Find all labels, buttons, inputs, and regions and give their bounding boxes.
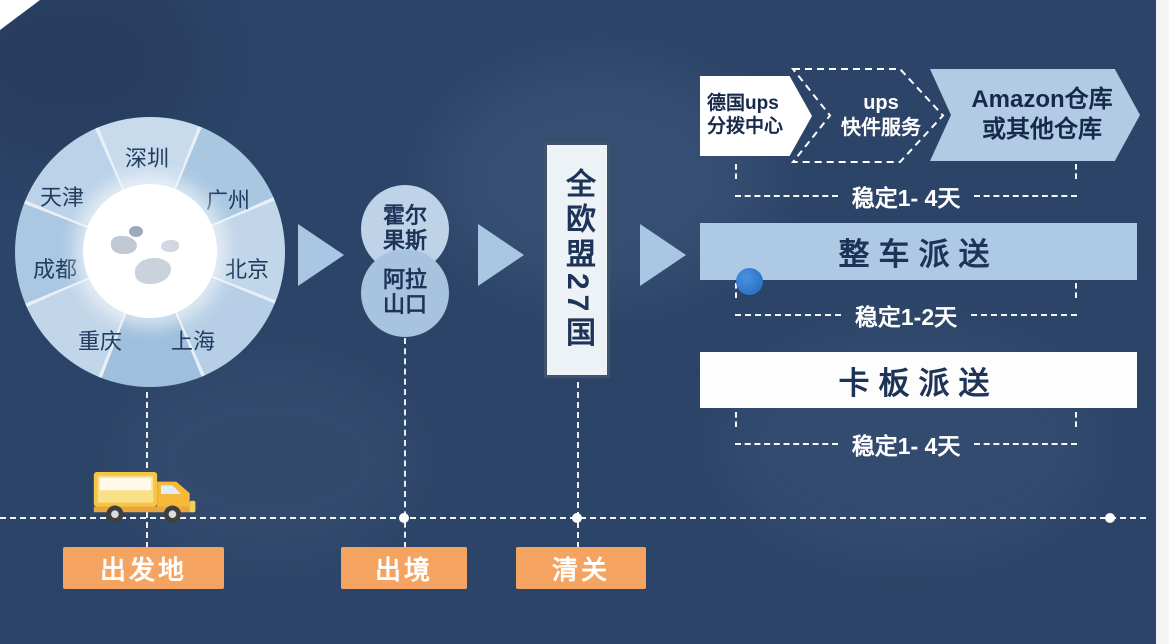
wheel-city-label: 广州	[205, 188, 251, 213]
truck-icon	[90, 466, 205, 529]
duration-bracket: 稳定1- 4天	[735, 412, 1078, 459]
timeline-connector	[146, 392, 148, 548]
bracket-tick	[735, 283, 737, 298]
timeline-node-dot	[572, 513, 582, 523]
flow-step-ups-express: ups 快件服务	[790, 66, 948, 165]
wheel-city-label: 天津	[39, 185, 85, 210]
wheel-city-label: 深圳	[124, 146, 170, 171]
globe-landmass	[129, 226, 143, 237]
origin-cities-wheel: 深圳 广州 北京 上海 重庆 成都 天津	[15, 117, 285, 387]
bracket-tick	[735, 412, 737, 427]
bracket-tick	[1075, 164, 1077, 179]
wheel-city-label: 重庆	[77, 329, 123, 354]
stage-label-exit: 出境	[341, 547, 467, 589]
bracket-dash	[971, 314, 1077, 316]
corner-artifact	[0, 0, 40, 30]
flow-arrow-icon	[640, 224, 686, 286]
bracket-dash	[735, 443, 838, 445]
timeline-connector	[404, 338, 406, 548]
duration-bracket: 稳定1- 4天	[735, 164, 1078, 211]
truckload-delivery-bar: 整车派送	[700, 223, 1137, 280]
timeline-connector	[577, 382, 579, 548]
eu-destination-box: 全欧盟27国	[544, 142, 610, 378]
globe-landmass	[135, 258, 171, 284]
bracket-dash	[974, 443, 1078, 445]
duration-bracket: 稳定1-2天	[735, 283, 1077, 330]
bracket-dash	[974, 195, 1078, 197]
wheel-city-label: 北京	[224, 257, 270, 282]
stage-label-customs: 清关	[516, 547, 646, 589]
flow-arrow-icon	[298, 224, 344, 286]
duration-label: 稳定1- 4天	[851, 433, 961, 459]
timeline-node-dot	[1105, 513, 1115, 523]
duration-label: 稳定1- 4天	[851, 185, 961, 211]
cursor-dot	[736, 268, 763, 295]
bracket-tick	[1075, 283, 1077, 298]
wheel-city-label: 上海	[170, 329, 216, 354]
bracket-dash	[735, 195, 838, 197]
dashed-chevron-shape	[790, 68, 945, 163]
bracket-tick	[1075, 412, 1077, 427]
bracket-tick	[735, 164, 737, 179]
wheel-city-label: 成都	[32, 257, 78, 282]
edge-artifact	[1156, 0, 1169, 644]
duration-label: 稳定1-2天	[854, 304, 958, 330]
flow-step-ups-express-label: ups 快件服务	[841, 91, 921, 139]
border-port-khorgos: 霍尔 果斯	[361, 185, 449, 273]
globe-landmass	[161, 240, 179, 252]
timeline-node-dot	[399, 513, 409, 523]
wheel-center-globe	[83, 184, 217, 318]
flow-step-amazon-warehouse: Amazon仓库 或其他仓库	[930, 69, 1140, 161]
flow-step-german-ups-center: 德国ups 分拨中心	[700, 76, 812, 156]
border-port-alashankou: 阿拉 山口	[361, 249, 449, 337]
pallet-delivery-bar: 卡板派送	[700, 352, 1137, 408]
flow-arrow-icon	[478, 224, 524, 286]
globe-landmass	[111, 236, 137, 254]
bracket-dash	[735, 314, 841, 316]
stage-label-departure: 出发地	[63, 547, 224, 589]
map-decoration	[120, 360, 420, 560]
